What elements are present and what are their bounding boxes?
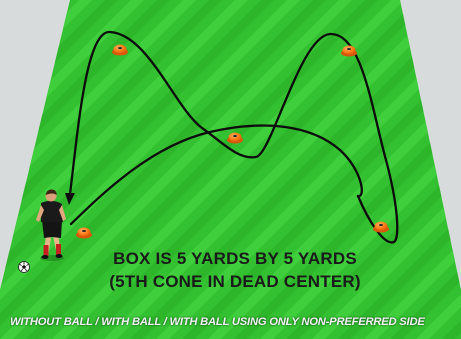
field-stripe [0,0,170,339]
m-route-path [68,30,399,244]
field-stripe [0,0,144,339]
field-stripe [78,0,430,339]
center-cone-label: (5TH CONE IN DEAD CENTER) [109,272,361,291]
field-stripe [130,0,461,339]
drill-paths [65,30,399,244]
path-arrow-icon [65,193,75,205]
field-stripe [338,0,461,339]
drill-caption: WITHOUT BALL / WITH BALL / WITH BALL USI… [10,316,425,328]
cone-top-left [112,44,128,56]
field-stripe [312,0,461,339]
field-stripe [0,0,222,339]
player-figure [36,189,66,261]
cone-center [227,132,243,144]
field-stripe [234,0,461,339]
field-stripe [0,0,352,339]
box-size-label: BOX IS 5 YARDS BY 5 YARDS [113,249,357,268]
field-stripe [26,0,378,339]
field-stripe [286,0,461,339]
soccer-ball-icon [18,261,30,273]
cone-bottom-right [373,221,389,233]
arc-route-path [69,124,363,226]
cones [76,44,389,239]
field-stripe [208,0,461,339]
field-stripe [0,0,300,339]
field-stripe [0,0,274,339]
field-stripe [52,0,404,339]
field-stripe [364,0,461,339]
cone-bottom-left [76,227,92,239]
field-stripe [0,0,326,339]
cone-top-right [341,45,357,57]
